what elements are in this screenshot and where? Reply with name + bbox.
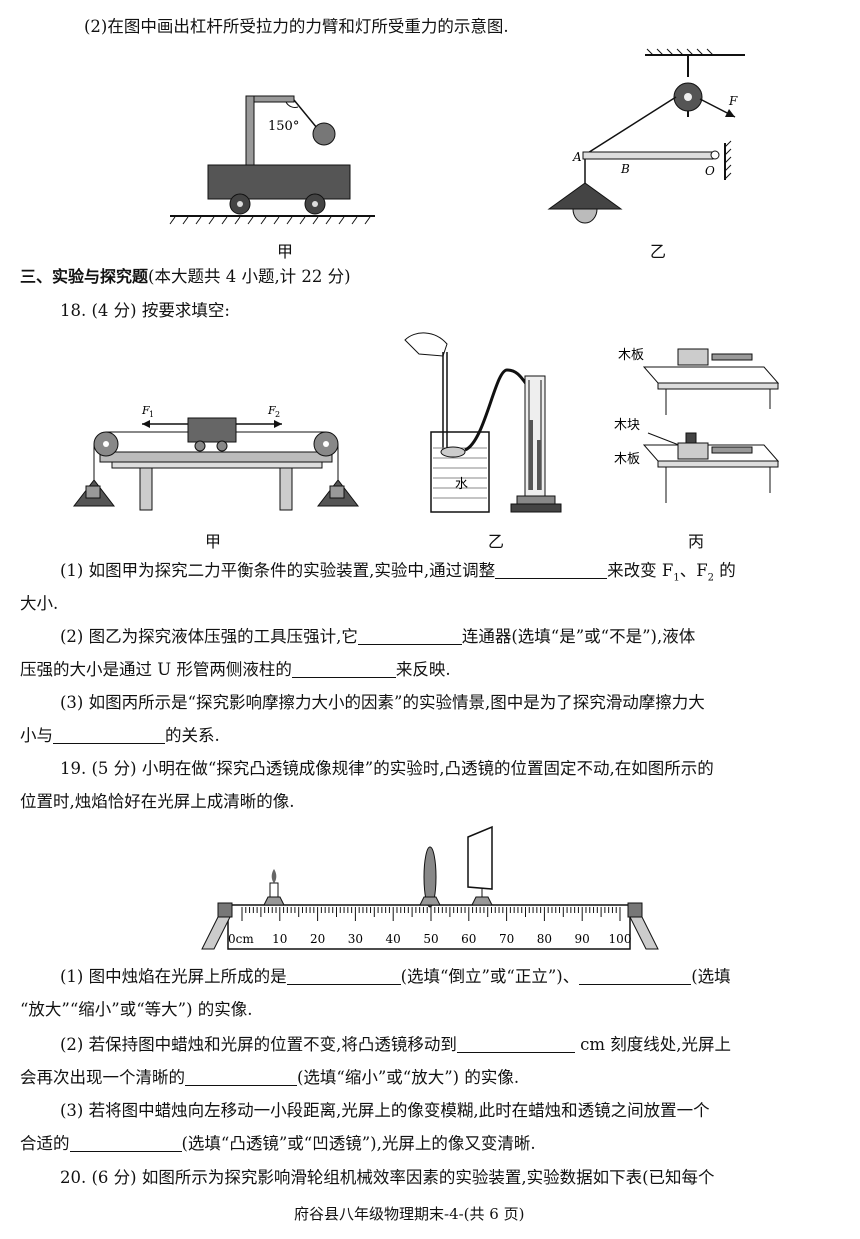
q18-part3-line2: 小与 的关系. xyxy=(20,725,220,747)
ruler-label: 80 xyxy=(537,932,552,946)
figure18-yi-gauge: 水 xyxy=(404,332,562,513)
q18-1-sub2: 2 xyxy=(707,572,715,584)
ruler-label: 90 xyxy=(575,932,590,946)
q19-2-text-b: cm 刻度线处,光屏上 xyxy=(574,1035,731,1054)
q18-1-sub1: 1 xyxy=(673,572,680,584)
q19-part2-line2: 会再次出现一个清晰的 (选填“缩小”或“放大”) 的实像. xyxy=(20,1067,519,1089)
q18-heading: 18. (4 分) 按要求填空: xyxy=(60,301,230,320)
section3-heading: 三、实验与探究题(本大题共 4 小题,计 22 分) xyxy=(20,266,351,288)
q17-part2: (2)在图中画出杠杆所受拉力的力臂和灯所受重力的示意图. xyxy=(84,17,509,36)
q19-part1-line2: “放大”“缩小”或“等大”) 的实像. xyxy=(20,1000,253,1019)
figure-jia-cart: 150° xyxy=(169,95,375,225)
label-water: 水 xyxy=(455,477,468,492)
figure18-jia-balance: F 1 F 2 xyxy=(72,404,360,511)
q18-1-blank[interactable] xyxy=(495,560,608,579)
section3-title: 三、实验与探究题 xyxy=(20,267,149,286)
q19-2-blank2[interactable] xyxy=(185,1067,297,1086)
label-O: O xyxy=(705,164,715,178)
label-F1: F xyxy=(141,404,150,417)
ruler-label: 40 xyxy=(386,932,401,946)
figure-yi-lever: F A B O xyxy=(547,48,745,224)
q19-line2: 位置时,烛焰恰好在光屏上成清晰的像. xyxy=(20,792,295,811)
q18-2-text-b: 连通器(选填“是”或“不是”),液体 xyxy=(461,627,696,646)
q19-1-blank2[interactable] xyxy=(579,966,692,985)
label-mukuai: 木块 xyxy=(614,418,640,433)
angle-label: 150° xyxy=(268,119,299,134)
q18-part1-line2: 大小. xyxy=(20,594,59,613)
ruler-label: 100 xyxy=(609,932,632,946)
q18-part1-line1: (1) 如图甲为探究二力平衡条件的实验装置,实验中,通过调整来改变 F1、F2 … xyxy=(60,560,736,589)
q18-3-text-c: 的关系. xyxy=(165,726,220,745)
caption-yi: 乙 xyxy=(650,242,667,261)
figure19-optical-bench: 0cm 10 20 30 40 50 60 70 80 90 100 xyxy=(201,825,659,950)
q18-part2-line1: (2) 图乙为探究液体压强的工具压强计,它 连通器(选填“是”或“不是”),液体 xyxy=(60,626,695,648)
q18-3-text-b: 小与 xyxy=(20,726,53,745)
q19-1-text-a: (1) 图中烛焰在光屏上所成的是 xyxy=(60,967,287,986)
q19-2-blank1[interactable] xyxy=(456,1034,575,1053)
ruler-label: 30 xyxy=(348,932,363,946)
label-F2-sub: 2 xyxy=(275,410,280,419)
q18-1-text-c: 、F xyxy=(679,561,708,580)
label-F: F xyxy=(728,94,738,108)
label-F2: F xyxy=(267,404,276,417)
q18-part2-line2: 压强的大小是通过 U 形管两侧液柱的 来反映. xyxy=(20,659,451,681)
q19-part3-line1: (3) 若将图中蜡烛向左移动一小段距离,光屏上的像变模糊,此时在蜡烛和透镜之间放… xyxy=(60,1101,710,1120)
ruler-label: 20 xyxy=(310,932,325,946)
label-muban-top: 木板 xyxy=(618,348,644,363)
q18-2-text-c: 压强的大小是通过 U 形管两侧液柱的 xyxy=(20,660,292,679)
ruler-label: 0cm xyxy=(228,932,254,946)
q19-line1: 19. (5 分) 小明在做“探究凸透镜成像规律”的实验时,凸透镜的位置固定不动… xyxy=(60,759,714,778)
figure18-bing-friction: 木板 木块 木板 xyxy=(614,348,780,503)
q18-2-blank1[interactable] xyxy=(357,626,462,645)
q19-2-text-d: (选填“缩小”或“放大”) 的实像. xyxy=(297,1068,520,1087)
q18-2-text-d: 来反映. xyxy=(395,660,451,679)
q18-1-text-b: 来改变 F xyxy=(607,561,674,580)
q19-part3-line2: 合适的 (选填“凸透镜”或“凹透镜”),光屏上的像又变清晰. xyxy=(20,1133,536,1155)
label-F1-sub: 1 xyxy=(149,410,154,419)
q18-2-blank2[interactable] xyxy=(291,659,396,678)
ruler-label: 70 xyxy=(499,932,514,946)
page-footer: 府谷县八年级物理期末-4-(共 6 页) xyxy=(294,1205,525,1223)
caption18-bing: 丙 xyxy=(688,532,705,551)
caption18-yi: 乙 xyxy=(488,532,505,551)
q19-part1-line1: (1) 图中烛焰在光屏上所成的是 (选填“倒立”或“正立”)、 (选填 xyxy=(60,966,731,988)
q18-part3-line1: (3) 如图丙所示是“探究影响摩擦力大小的因素”的实验情景,图中是为了探究滑动摩… xyxy=(60,693,705,712)
label-muban-bottom: 木板 xyxy=(614,452,640,467)
q19-1-blank1[interactable] xyxy=(286,966,401,985)
q19-3-text-b: 合适的 xyxy=(20,1134,70,1153)
q19-1-text-b: (选填“倒立”或“正立”)、 xyxy=(400,967,580,986)
q18-2-text-a: (2) 图乙为探究液体压强的工具压强计,它 xyxy=(60,627,358,646)
caption18-jia: 甲 xyxy=(205,532,222,551)
q18-3-blank[interactable] xyxy=(53,725,165,744)
label-A: A xyxy=(572,150,582,164)
q19-1-text-c: (选填 xyxy=(691,967,731,986)
q18-1-text-d: 的 xyxy=(714,561,736,580)
section3-note: (本大题共 4 小题,计 22 分) xyxy=(148,267,351,286)
q19-2-text-c: 会再次出现一个清晰的 xyxy=(20,1068,185,1087)
label-B: B xyxy=(620,162,630,176)
ruler-label: 50 xyxy=(423,932,438,946)
ruler-label: 10 xyxy=(272,932,287,946)
q19-3-text-c: (选填“凸透镜”或“凹透镜”),光屏上的像又变清晰. xyxy=(181,1134,536,1153)
q19-3-blank[interactable] xyxy=(69,1133,182,1152)
caption-jia: 甲 xyxy=(277,242,294,261)
q18-1-text-a: (1) 如图甲为探究二力平衡条件的实验装置,实验中,通过调整 xyxy=(60,561,496,580)
q19-2-text-a: (2) 若保持图中蜡烛和光屏的位置不变,将凸透镜移动到 xyxy=(60,1035,457,1054)
q20-line1: 20. (6 分) 如图所示为探究影响滑轮组机械效率因素的实验装置,实验数据如下… xyxy=(60,1168,715,1187)
ruler-label: 60 xyxy=(461,932,476,946)
q19-part2-line1: (2) 若保持图中蜡烛和光屏的位置不变,将凸透镜移动到 cm 刻度线处,光屏上 xyxy=(60,1034,731,1056)
